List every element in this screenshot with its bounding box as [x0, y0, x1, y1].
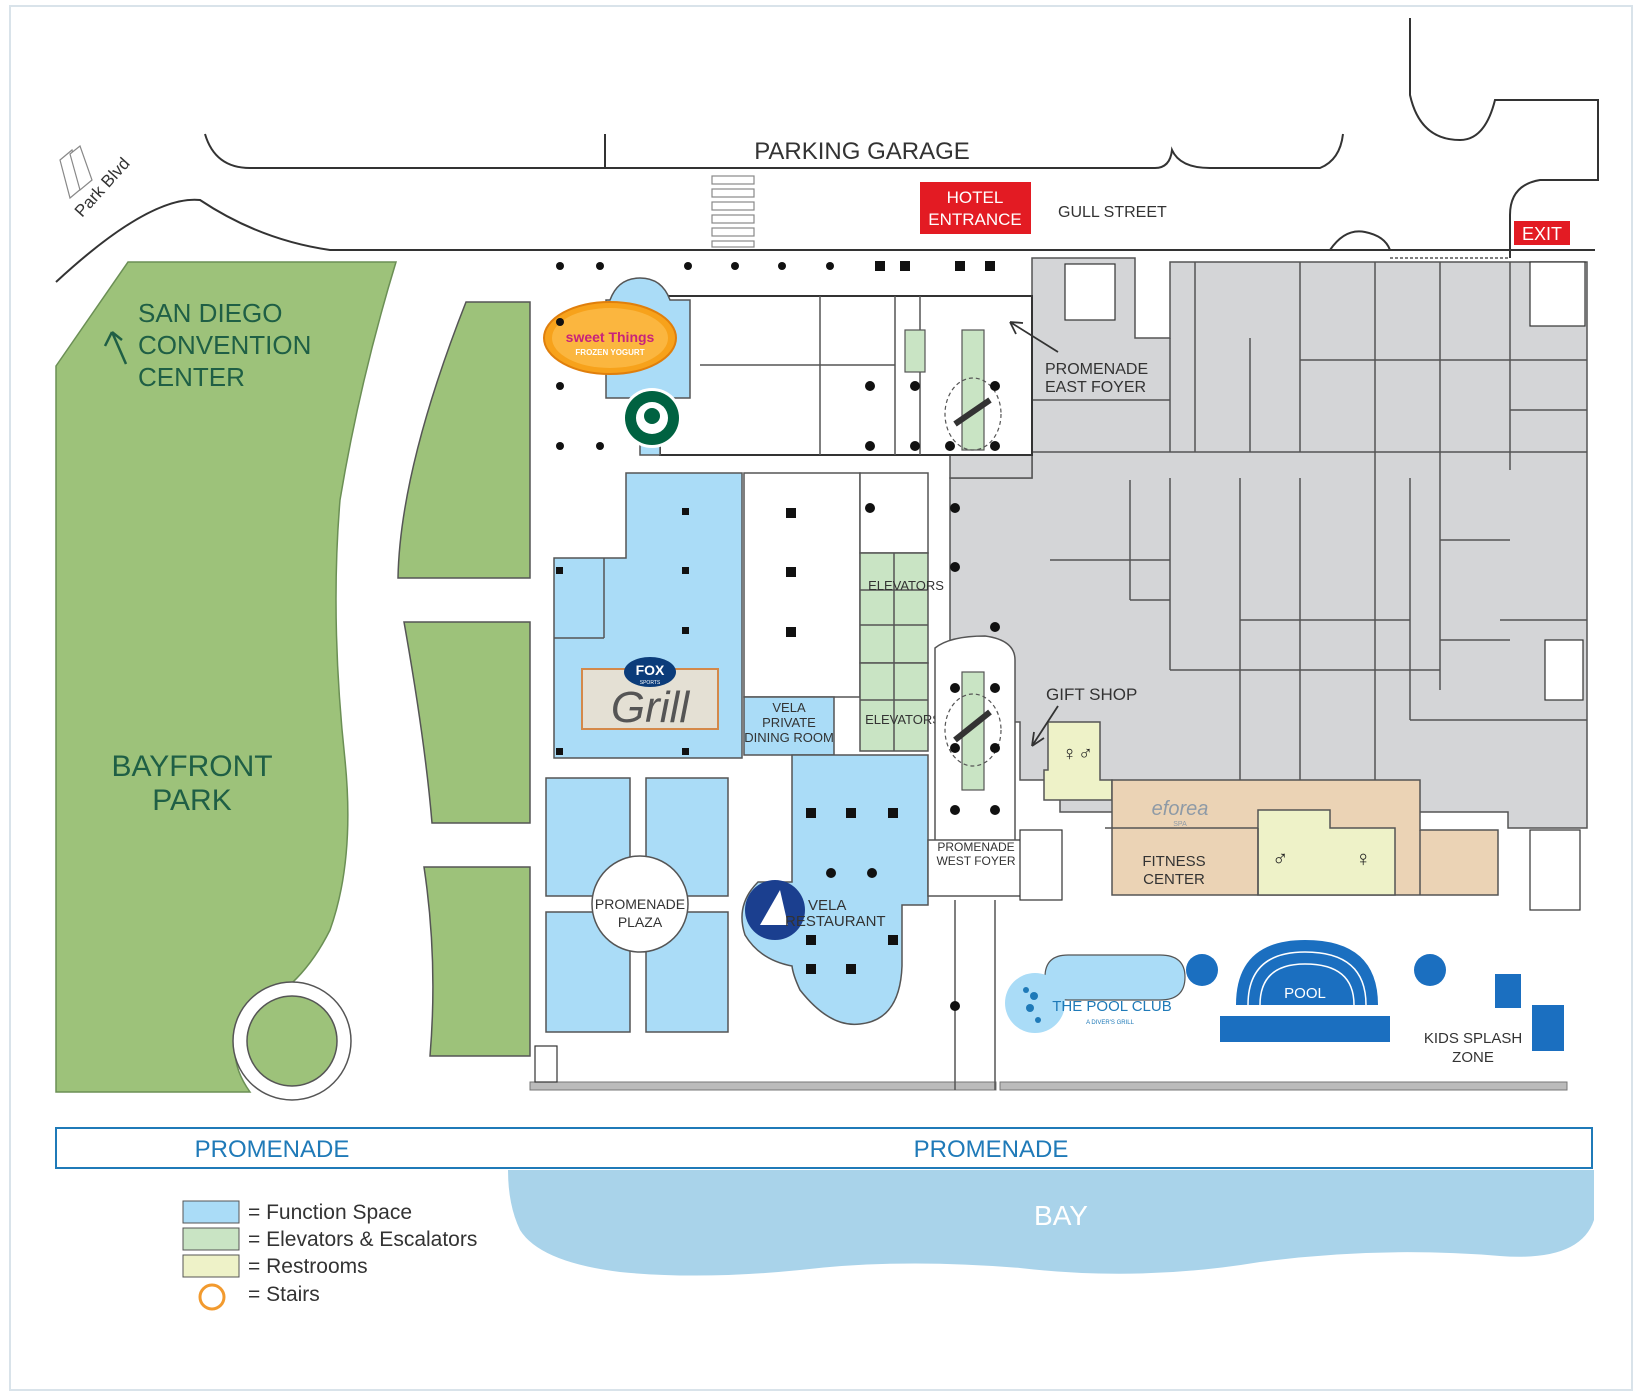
- kids-splash-zone[interactable]: KIDS SPLASH ZONE: [1424, 974, 1564, 1066]
- legend-label: = Restrooms: [248, 1255, 368, 1278]
- svg-text:FROZEN YOGURT: FROZEN YOGURT: [575, 348, 644, 357]
- fox-sports-logo: FOX SPORTS: [624, 657, 676, 687]
- svg-text:A DIVER'S GRILL: A DIVER'S GRILL: [1086, 1020, 1134, 1026]
- svg-text:FITNESS: FITNESS: [1142, 853, 1205, 870]
- pool[interactable]: POOL: [1186, 940, 1446, 1042]
- bay: BAY: [508, 1170, 1594, 1276]
- svg-text:CENTER: CENTER: [1143, 871, 1205, 888]
- svg-text:ZONE: ZONE: [1452, 1049, 1494, 1066]
- svg-text:PROMENADE: PROMENADE: [195, 1136, 350, 1163]
- svg-text:CENTER: CENTER: [138, 362, 245, 392]
- svg-text:WEST FOYER: WEST FOYER: [936, 854, 1015, 868]
- svg-text:EAST FOYER: EAST FOYER: [1045, 379, 1146, 396]
- park-blvd-crosswalk: [59, 145, 93, 200]
- svg-text:KIDS SPLASH: KIDS SPLASH: [1424, 1030, 1522, 1047]
- hotel-entrance[interactable]: HOTEL ENTRANCE: [920, 182, 1031, 234]
- arrow-icon: [1031, 705, 1059, 747]
- svg-text:SPORTS: SPORTS: [640, 680, 661, 686]
- restroom-men-icon: ♂: [1272, 846, 1289, 871]
- crosswalk: [711, 175, 755, 248]
- promenade-west-foyer[interactable]: PROMENADE WEST FOYER: [927, 839, 1025, 897]
- restroom-men-icon: ♂: [1078, 743, 1093, 765]
- svg-text:EXIT: EXIT: [1522, 224, 1562, 244]
- pool-club[interactable]: THE POOL CLUB A DIVER'S GRILL: [1005, 954, 1186, 1033]
- svg-text:VELA: VELA: [808, 897, 846, 914]
- elevators-escalators-top: [904, 329, 1002, 451]
- svg-text:sweet Things: sweet Things: [566, 329, 655, 345]
- sweet-things-logo: sweet Things FROZEN YOGURT: [543, 301, 677, 375]
- svg-text:PRIVATE: PRIVATE: [762, 715, 816, 730]
- svg-text:FOX: FOX: [636, 662, 665, 678]
- boh-walls: [1032, 262, 1587, 830]
- vela-private-dining-room[interactable]: VELA PRIVATE DINING ROOM: [743, 696, 835, 756]
- arrow-icon: [103, 331, 128, 365]
- legend-swatch-restrooms: [182, 1254, 240, 1278]
- svg-text:eforea: eforea: [1152, 798, 1209, 820]
- bayfront-park-label: BAYFRONT: [111, 750, 272, 783]
- columns: [556, 261, 1000, 1011]
- eforea-logo: eforea SPA: [1152, 798, 1209, 828]
- eforea-spa[interactable]: ♂ ♀ FITNESS CENTER eforea SPA: [1105, 779, 1499, 896]
- svg-text:CONVENTION: CONVENTION: [138, 330, 311, 360]
- legend-label: = Stairs: [248, 1283, 320, 1306]
- bubbles-icon: [1023, 987, 1041, 1023]
- gift-shop-label: GIFT SHOP: [1046, 685, 1137, 704]
- stairs: [534, 261, 1586, 1083]
- vela-restaurant[interactable]: VELA RESTAURANT: [741, 754, 929, 1026]
- restroom-women-icon: ♀: [1062, 743, 1077, 765]
- svg-text:ENTRANCE: ENTRANCE: [928, 210, 1022, 229]
- svg-text:PROMENADE: PROMENADE: [1045, 361, 1148, 378]
- legend-swatch-stairs: [198, 1283, 226, 1311]
- gull-street-label: GULL STREET: [1058, 204, 1167, 221]
- elevators-lower[interactable]: ELEVATORS: [859, 662, 941, 752]
- svg-text:HOTEL: HOTEL: [947, 188, 1004, 207]
- legend: = Function Space = Elevators & Escalator…: [182, 1200, 477, 1311]
- svg-text:SPA: SPA: [1173, 821, 1187, 828]
- svg-text:THE POOL CLUB: THE POOL CLUB: [1052, 998, 1171, 1015]
- svg-text:PROMENADE: PROMENADE: [914, 1136, 1069, 1163]
- svg-text:POOL: POOL: [1284, 985, 1326, 1002]
- restrooms-giftshop[interactable]: ♀ ♂: [1043, 721, 1113, 801]
- promenade-plaza[interactable]: PROMENADE PLAZA: [545, 777, 729, 1033]
- svg-text:ELEVATORS: ELEVATORS: [868, 578, 944, 593]
- svg-text:Grill: Grill: [611, 683, 690, 732]
- promenade-east-foyer[interactable]: PROMENADE EAST FOYER: [1009, 321, 1148, 396]
- convention-center-label: SAN DIEGO: [138, 298, 282, 328]
- parking-garage-label: PARKING GARAGE: [754, 138, 970, 165]
- starbucks-logo: [622, 388, 682, 448]
- exit-sign[interactable]: EXIT: [1514, 221, 1570, 245]
- svg-text:PROMENADE: PROMENADE: [595, 896, 685, 912]
- arrow-icon: [1009, 321, 1059, 353]
- restroom-women-icon: ♀: [1355, 846, 1372, 871]
- escalator-middle: [934, 635, 1016, 861]
- svg-text:ELEVATORS: ELEVATORS: [865, 712, 941, 727]
- svg-text:VELA: VELA: [772, 700, 806, 715]
- building-outline: [530, 249, 1033, 456]
- svg-text:DINING ROOM: DINING ROOM: [744, 730, 834, 745]
- bayfront-park: SAN DIEGO CONVENTION CENTER BAYFRONT PAR…: [55, 261, 531, 1101]
- promenade-band: PROMENADE PROMENADE: [55, 1127, 1593, 1169]
- legend-label: = Function Space: [248, 1201, 412, 1224]
- legend-label: = Elevators & Escalators: [248, 1228, 477, 1251]
- legend-swatch-function-space: [182, 1200, 240, 1224]
- svg-text:PARK: PARK: [152, 784, 231, 817]
- svg-text:PROMENADE: PROMENADE: [937, 840, 1014, 854]
- svg-text:PLAZA: PLAZA: [618, 914, 663, 930]
- svg-text:BAY: BAY: [1034, 1200, 1088, 1231]
- fox-sports-grill-room[interactable]: FOX SPORTS Grill: [553, 472, 743, 759]
- legend-swatch-elevators: [182, 1227, 240, 1251]
- svg-text:RESTAURANT: RESTAURANT: [785, 913, 886, 930]
- walkway-bottom: [529, 900, 1568, 1091]
- vela-sail-icon: [745, 880, 805, 940]
